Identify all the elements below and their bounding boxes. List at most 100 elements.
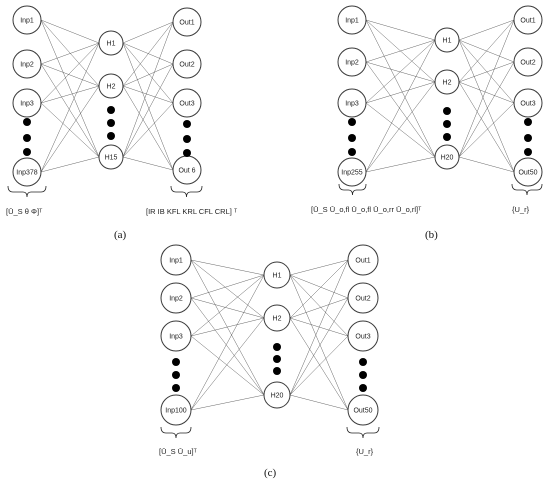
input-hidden-edge <box>40 19 100 44</box>
input-ellipsis-dot <box>348 148 356 156</box>
input-node: Inp1 <box>160 244 192 276</box>
input-node: Inp3 <box>12 88 42 118</box>
network-a-input-vector: [Ū_S θ Φ]ᵀ <box>6 207 43 216</box>
hidden-output-edge <box>458 39 515 173</box>
input-node-circle <box>337 5 367 35</box>
hidden-output-edge <box>458 61 515 158</box>
output-ellipsis-dot <box>183 120 191 128</box>
input-hidden-edge <box>40 85 100 104</box>
input-hidden-edge <box>190 274 265 411</box>
output-node-circle <box>513 88 543 118</box>
input-node-circle <box>160 244 192 276</box>
input-brace <box>338 183 367 196</box>
hidden-node: H20 <box>263 381 291 409</box>
output-node-label: Out50 <box>353 408 372 415</box>
input-brace <box>7 185 47 198</box>
hidden-node-label: H2 <box>443 80 452 87</box>
input-node: Inp3 <box>160 320 192 352</box>
input-hidden-edge <box>365 81 436 104</box>
output-node-circle <box>347 394 379 426</box>
hidden-output-edge <box>289 335 349 396</box>
input-node-circle <box>12 88 42 118</box>
network-c-output-vector: {U_r} <box>356 447 374 456</box>
input-node-circle <box>337 47 367 77</box>
output-ellipsis-dot <box>524 118 532 126</box>
hidden-node: H2 <box>98 73 124 99</box>
hidden-output-edge <box>289 274 349 337</box>
hidden-ellipsis-dot <box>273 355 281 363</box>
input-hidden-edge <box>365 81 436 173</box>
output-node: Out50 <box>513 157 543 187</box>
hidden-output-edge <box>458 81 515 173</box>
output-node: Out1 <box>347 244 379 276</box>
output-ellipsis-dot <box>359 358 367 366</box>
output-node: Out1 <box>513 5 543 35</box>
input-node-label: Inp2 <box>345 60 359 67</box>
hidden-output-edge <box>289 297 349 319</box>
input-node-circle <box>12 49 42 79</box>
hidden-ellipsis-dot <box>443 107 451 115</box>
connections <box>190 259 349 411</box>
input-node-label: Inp1 <box>345 18 359 25</box>
output-node-label: Out3 <box>179 101 194 108</box>
input-node: Inp1 <box>12 5 42 35</box>
input-hidden-edge <box>190 274 265 337</box>
input-node: Inp255 <box>337 157 367 187</box>
input-node-label: Inp3 <box>345 101 359 108</box>
hidden-output-edge <box>458 19 515 41</box>
hidden-output-edge <box>458 81 515 104</box>
input-ellipsis-dot <box>172 358 180 366</box>
output-ellipsis-dot <box>524 134 532 142</box>
input-node: Inp3 <box>337 88 367 118</box>
hidden-output-edge <box>122 42 174 65</box>
hidden-output-edge <box>289 394 349 411</box>
input-node-label: Inp2 <box>20 62 34 69</box>
output-node: Out3 <box>347 320 379 352</box>
input-hidden-edge <box>190 297 265 319</box>
hidden-output-edge <box>458 19 515 83</box>
hidden-ellipsis-dot <box>107 119 115 127</box>
hidden-node-label: H2 <box>273 316 282 323</box>
hidden-node-label: H15 <box>105 155 118 162</box>
input-hidden-edge <box>190 259 265 396</box>
input-ellipsis-dot <box>172 384 180 392</box>
output-node-label: Out1 <box>520 18 535 25</box>
input-hidden-edge <box>40 42 100 104</box>
hidden-output-edge <box>122 63 174 158</box>
hidden-node-circle <box>98 144 124 170</box>
output-node-circle <box>347 282 379 314</box>
output-node: Out2 <box>172 49 202 79</box>
output-node: Out3 <box>513 88 543 118</box>
input-hidden-edge <box>40 63 100 87</box>
input-hidden-edge <box>190 274 265 299</box>
hidden-output-edge <box>458 102 515 158</box>
hidden-output-edge <box>289 259 349 319</box>
network-a-output-vector: [IR IB KFL KRL CFL CRL] ᵀ <box>146 207 238 216</box>
input-node: Inp2 <box>337 47 367 77</box>
input-node: Inp2 <box>12 49 42 79</box>
output-ellipsis-dot <box>359 384 367 392</box>
output-node: Out 6 <box>172 155 202 185</box>
network-b-input-vector: [Ū_S Ū_o,fl Ū_o,fl Ū_o,rr Ū_o,rl]ᵀ <box>311 205 422 214</box>
hidden-node-label: H1 <box>107 41 116 48</box>
output-node-label: Out1 <box>179 20 194 27</box>
input-node-circle <box>12 5 42 35</box>
output-node-circle <box>513 5 543 35</box>
output-node: Out50 <box>347 394 379 426</box>
hidden-node-label: H2 <box>107 84 116 91</box>
hidden-output-edge <box>122 63 174 87</box>
input-hidden-edge <box>365 61 436 83</box>
input-node-label: Inp378 <box>16 170 38 177</box>
hidden-output-edge <box>289 274 349 299</box>
hidden-node: H20 <box>434 144 460 170</box>
hidden-node-label: H20 <box>441 155 454 162</box>
input-hidden-edge <box>365 19 436 158</box>
input-hidden-edge <box>365 39 436 104</box>
output-node-circle <box>347 320 379 352</box>
hidden-node: H1 <box>263 261 291 289</box>
input-node-circle <box>337 88 367 118</box>
output-ellipsis-dot <box>183 149 191 157</box>
output-node-label: Out3 <box>355 334 370 341</box>
output-node-label: Out2 <box>355 296 370 303</box>
